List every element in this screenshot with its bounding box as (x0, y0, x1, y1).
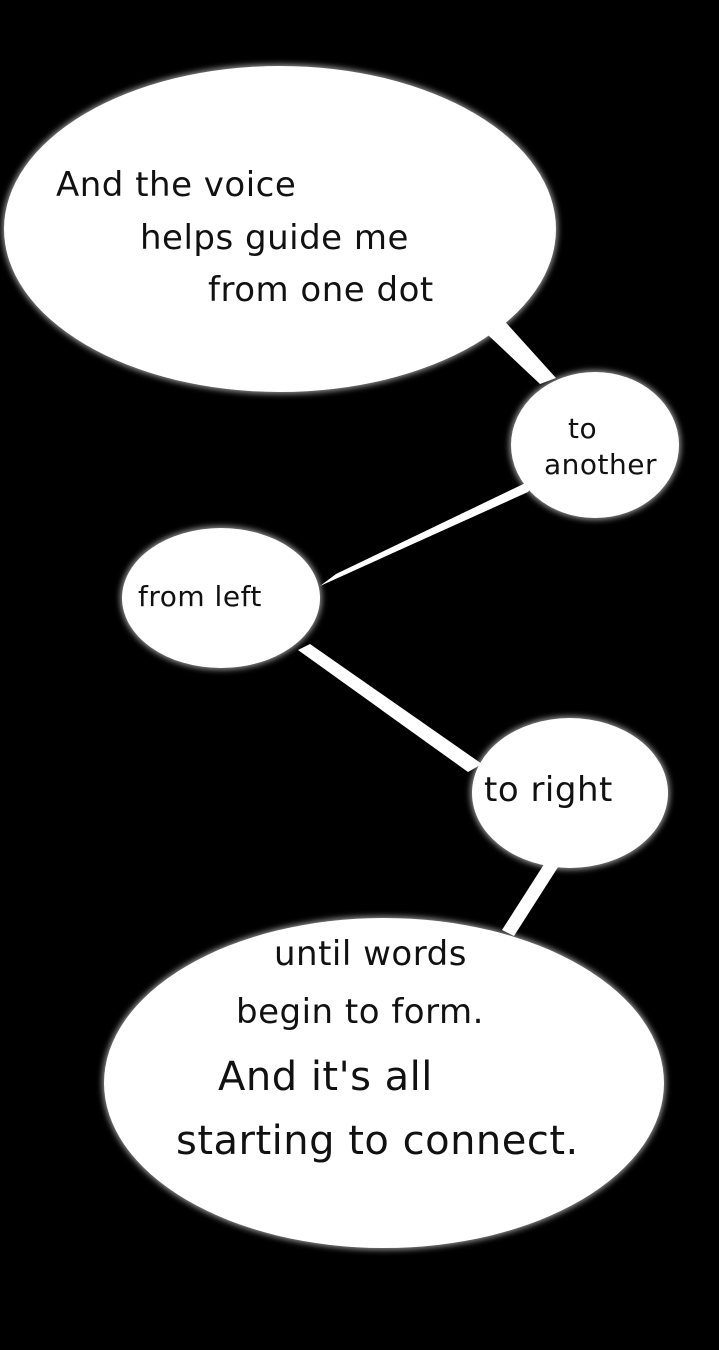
speech-bubble-second (511, 372, 679, 518)
bubble-second-line-2: another (544, 448, 657, 481)
bubble-fifth-line-1: until words (274, 934, 467, 974)
speech-bubble-fifth (104, 918, 664, 1248)
tail-fourth-to-fifth (502, 858, 560, 936)
speech-bubble-fourth (472, 718, 668, 868)
tail-second-to-third (320, 476, 540, 586)
tail-third-to-fourth (298, 644, 482, 772)
bubble-third-line-1: from left (138, 580, 262, 613)
bubble-first-line-2: helps guide me (140, 218, 409, 258)
bubble-first-line-1: And the voice (56, 165, 297, 205)
speech-bubble-first (4, 66, 556, 392)
bubble-fourth-line-1: to right (484, 770, 613, 810)
bubble-fifth-line-4: starting to connect. (176, 1118, 579, 1164)
speech-bubble-third (122, 528, 320, 668)
bubble-fifth-line-3: And it's all (218, 1054, 433, 1100)
bubble-first-line-3: from one dot (208, 270, 434, 310)
bubble-second-line-1: to (568, 412, 598, 445)
bubble-fifth-line-2: begin to form. (236, 992, 484, 1032)
